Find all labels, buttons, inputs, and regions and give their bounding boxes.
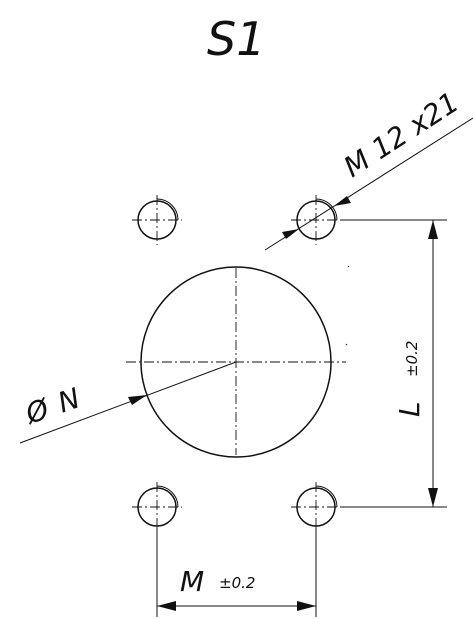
thread-callout-label: M 12 x21 (338, 86, 465, 184)
vertical-dimension-label: L ±0.2 (393, 341, 426, 417)
vertical-dimension-tolerance: ±0.2 (403, 341, 421, 377)
bolt-hole-bottom-left (132, 482, 182, 532)
diameter-label: Ø N (21, 382, 85, 431)
bolt-hole-bottom-right (291, 482, 341, 532)
horizontal-dimension-tolerance: ±0.2 (219, 574, 255, 592)
thread-callout-leader (264, 117, 473, 251)
horizontal-dimension-value: M (180, 565, 204, 598)
stray-marks (345, 265, 350, 346)
vertical-dimension-value: L (393, 401, 426, 417)
vertical-dimension (340, 219, 447, 508)
bolt-hole-top-left (132, 195, 182, 245)
horizontal-dimension (156, 528, 317, 617)
drawing-title: S1 (207, 12, 265, 66)
diameter-leader (19, 361, 237, 444)
diameter-value: N (54, 382, 85, 420)
diameter-symbol: Ø (21, 392, 54, 431)
bolt-hole-top-right (291, 195, 341, 245)
